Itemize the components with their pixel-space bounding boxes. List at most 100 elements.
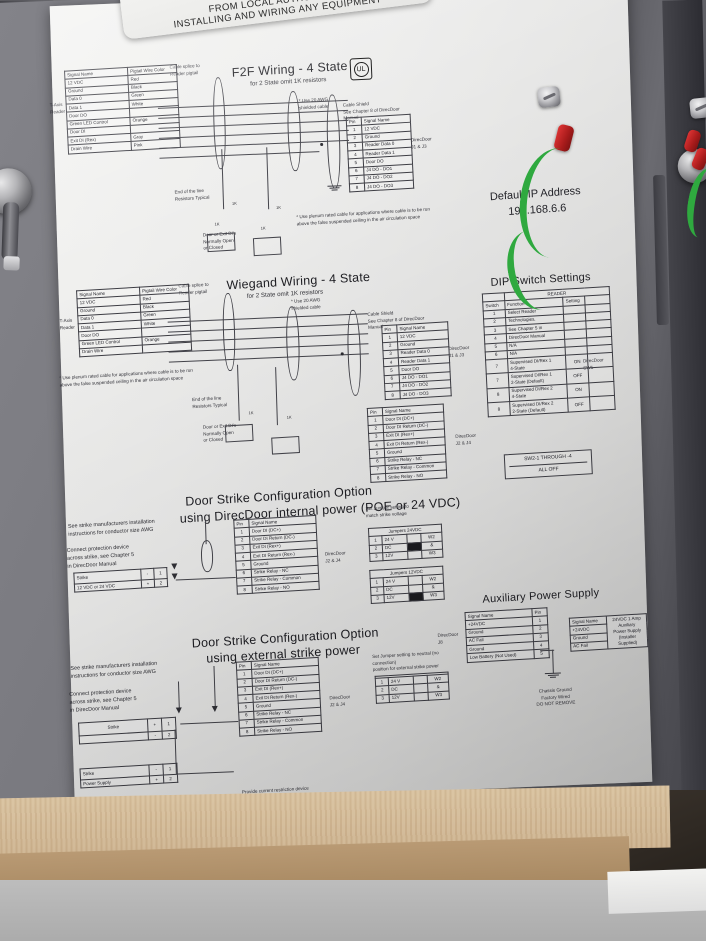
strike-external-strike-box: Strike + 1 - 2: [78, 716, 177, 745]
f2f-eol-note: End of the line Resistors Typical: [174, 187, 210, 202]
wiegand-resistor-1k-a: 1K: [248, 410, 254, 416]
table-cell: 8: [384, 390, 401, 400]
dip-side-note: DirecDoor SW1: [582, 357, 604, 371]
wiegand-eol-note: End of the line Resistors Typical: [191, 395, 228, 409]
table-cell: 7: [486, 372, 509, 389]
table-cell: OFF: [567, 396, 591, 413]
aux-left-side: DirecDoor J8: [437, 631, 459, 645]
f2f-reader-label: T-Axis Reader: [49, 101, 66, 115]
ext-strike-term-minus: -: [148, 731, 163, 741]
table-cell: J4 DO - DO3: [364, 180, 414, 192]
f2f-contact-a: [206, 232, 236, 253]
strike-internal-strike-grid: Strike - 1 12 VDC or 24 VDC + 2: [73, 567, 169, 594]
dip-side-cell: [589, 395, 616, 412]
ext-power-term-minus: -: [148, 764, 164, 777]
table-cell: 8: [236, 585, 253, 595]
strike-term-minus: -: [140, 568, 155, 581]
f2f-right-table-side: DirecDoor J1 & J3: [410, 136, 432, 150]
ul-listing-mark: UL: [349, 57, 373, 81]
jumper-label: 12V: [389, 692, 415, 703]
f2f-title: F2F Wiring - 4 State: [231, 58, 348, 80]
f2f-resistor-1k-b: 1K: [276, 204, 282, 210]
table-cell: 7: [485, 358, 509, 375]
jumper-block[interactable]: [408, 592, 424, 602]
wiegand-right-table-side: DirecDoor J1 & J3: [448, 344, 470, 358]
ext-power-term-2: 2: [163, 774, 178, 784]
table-cell: AC Fail: [570, 640, 609, 652]
strike-internal-sleeve: [200, 539, 214, 573]
jumper-pin: 3: [369, 552, 384, 562]
jumper-block[interactable]: [407, 550, 422, 560]
strike-internal-protect-note: Connect protection device across strike,…: [66, 544, 135, 571]
jumper-pin: 3: [370, 594, 385, 604]
wiring-diagram-label: F2F Wiring - 4 State for 2 State omit 1K…: [50, 0, 653, 806]
table-cell: 8: [486, 387, 510, 403]
table-cell: 8: [370, 473, 386, 483]
jumper-ref: W3: [427, 690, 450, 701]
dip-side-cell: [589, 380, 615, 397]
wiegand-plenum-note: * Use plenum rated cable for application…: [59, 367, 194, 388]
ground-screw-left[interactable]: [537, 85, 561, 109]
table-cell: 8: [349, 183, 365, 193]
table-cell: Pink: [131, 138, 181, 150]
latch-arm-icon: [1, 202, 20, 261]
ext-strike-term-plus: +: [147, 718, 163, 733]
current-restrictor-symbol: [189, 768, 212, 776]
table-cell: J4 DO - DO3: [399, 387, 452, 399]
wiegand-awg-note: * Use 20 AWG shielded cable: [290, 297, 321, 311]
jumper-block[interactable]: [414, 691, 429, 702]
aux-supply-side-note: 24VDC 1 Amp Auxiliary Power Supply (Inst…: [606, 613, 648, 649]
strike-term-1: 1: [153, 567, 168, 580]
strike-external-table-side: DirecDoor J2 & J4: [329, 694, 351, 708]
table-cell: ON: [567, 382, 590, 399]
jumper-label: 12V: [382, 550, 409, 561]
strike-term-2: 2: [154, 578, 168, 588]
white-foam-block: [607, 868, 706, 914]
jumper-ref: W3: [422, 590, 445, 601]
f2f-resistor-1k-a: 1K: [231, 200, 237, 206]
strike-external-protect-note: Connect protection device across strike,…: [69, 688, 137, 715]
wiegand-contact-a: [224, 423, 254, 443]
ul-mark-text: UL: [353, 61, 369, 77]
wiegand-cable-sleeve: [285, 306, 301, 381]
f2f-plenum-note: * Use plenum rated cable for application…: [296, 206, 431, 227]
table-cell: Supervised DI/Rex 2 2-State (Default): [509, 398, 569, 416]
strike-external-awg-note: See strike manufacturers installation in…: [70, 660, 158, 680]
strike-internal-strike-box: Strike - 1 12 VDC or 24 VDC + 2: [73, 567, 169, 594]
jumper-label: 12V: [383, 592, 410, 603]
f2f-resistor-1k-c: 1K: [214, 221, 220, 227]
jumper-ref: W3: [421, 548, 443, 559]
table-cell: 8: [487, 401, 511, 418]
aux-chassis-note: Chassis Ground Factory Wired DO NOT REMO…: [536, 686, 576, 708]
strike-internal-awg-note: See strike manufacturers installation in…: [67, 518, 155, 538]
wiegand-lower-table-side: DirecDoor J2 & J4: [455, 432, 477, 446]
ext-power-term-plus: +: [149, 775, 164, 785]
ground-screw-right[interactable]: [689, 96, 706, 120]
strike-power-supply-box: Strike - 1 Power Supply + 2: [79, 762, 179, 789]
floor-surface: [0, 880, 706, 941]
strike-external-jumper-note: Set Jumper setting to neutral (no connec…: [372, 650, 439, 673]
f2f-contact-b: [252, 236, 282, 257]
strike-term-plus: +: [141, 579, 155, 589]
